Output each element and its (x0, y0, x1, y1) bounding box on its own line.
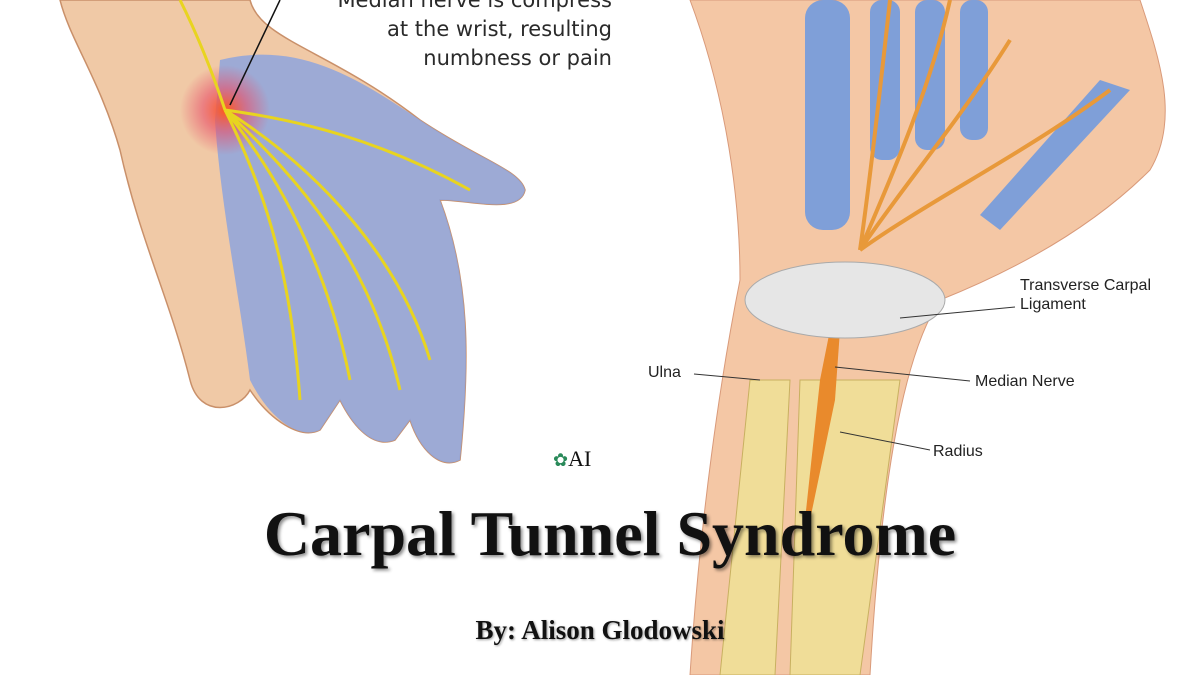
slide-byline: By: Alison Glodowski (475, 615, 725, 645)
slide-title: Carpal Tunnel Syndrome (263, 498, 957, 569)
logo-text: AI (568, 446, 592, 471)
ulna-label: Ulna (648, 364, 681, 381)
leaf-icon: ✿ (553, 450, 569, 470)
ligament-label: Transverse Carpal Ligament (1020, 276, 1151, 314)
caption-line-1: Median nerve is compress (337, 0, 612, 12)
ligament-label-line-2: Ligament (1020, 296, 1086, 313)
ligament-label-line-1: Transverse Carpal (1020, 277, 1152, 294)
caption-line-2: at the wrist, resulting (387, 17, 612, 41)
annotation-caption: Median nerve is compress at the wrist, r… (300, 0, 612, 73)
median-nerve-label: Median Nerve (975, 373, 1075, 390)
caption-line-3: numbness or pain (423, 46, 612, 70)
radius-label: Radius (933, 443, 983, 460)
watermark-logo: ✿AI (553, 446, 591, 472)
